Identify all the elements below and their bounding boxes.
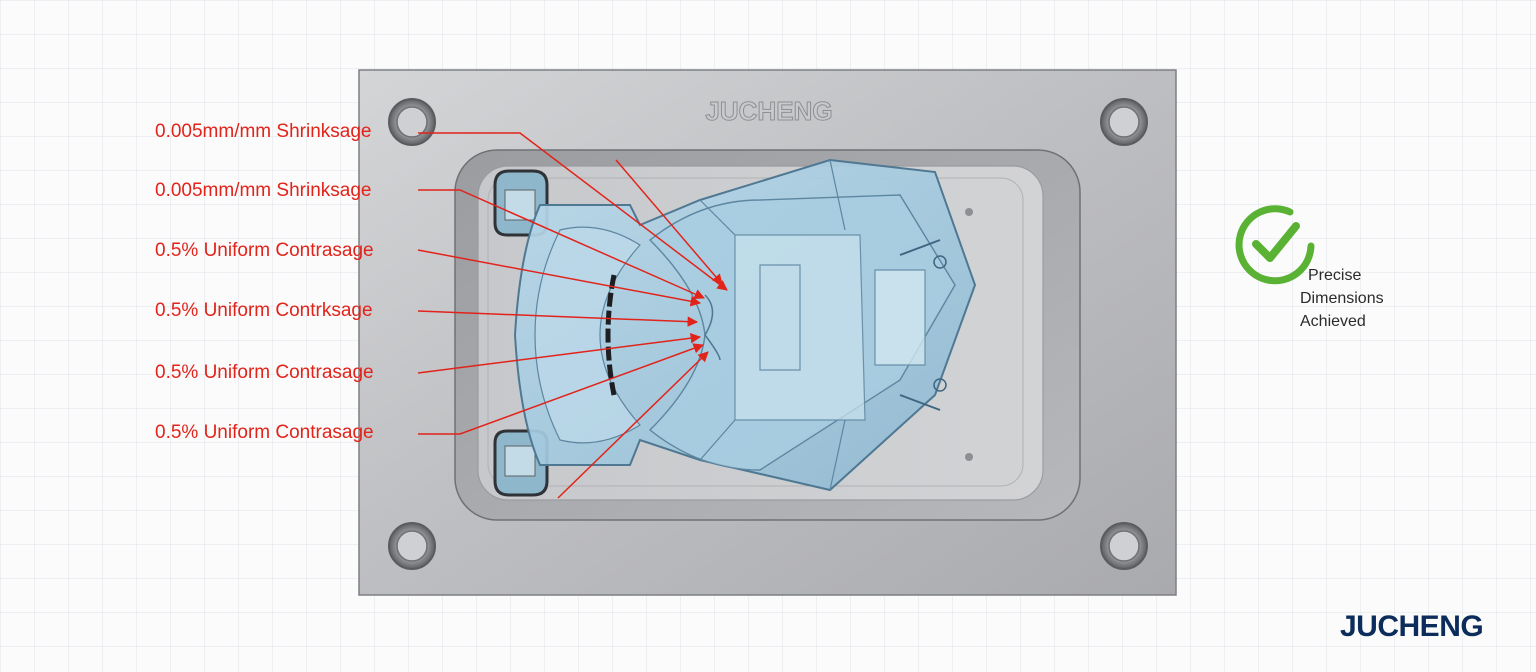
callout-label-2: 0.005mm/mm Shrinksage	[155, 180, 372, 201]
callout-label-6: 0.5% Uniform Contrasage	[155, 422, 374, 443]
guide-hole-top-right	[1100, 98, 1148, 146]
guide-hole-bottom-right	[1100, 522, 1148, 570]
leader-line-3	[417, 249, 702, 307]
ejector-pin-bottom	[965, 453, 973, 461]
ejector-pin-top	[965, 208, 973, 216]
guide-hole-top-left	[388, 98, 436, 146]
leader-line-1b	[615, 159, 723, 285]
leader-line-5	[417, 332, 702, 374]
callout-label-1: 0.005mm/mm Shrinksage	[155, 121, 372, 142]
callout-label-3: 0.5% Uniform Contrasage	[155, 240, 374, 261]
check-icon	[1235, 205, 1315, 285]
cavity-step	[487, 177, 1024, 487]
mold-engraving: JUCHENG	[705, 96, 832, 126]
callout-label-5: 0.5% Uniform Contrasage	[155, 362, 374, 383]
callout-label-4: 0.5% Uniform Contrksage	[155, 300, 373, 321]
leader-line-6b	[557, 351, 709, 499]
badge-line-1: Precise	[1308, 267, 1362, 284]
molded-part	[513, 158, 977, 492]
leader-line-1	[418, 132, 728, 291]
callout-leaders	[417, 132, 728, 499]
badge-line-3: Achieved	[1300, 313, 1366, 330]
brand-logo: JUCHENG	[1340, 610, 1484, 643]
leader-line-2	[418, 189, 705, 299]
leader-line-4	[417, 310, 699, 327]
badge-line-2: Dimensions	[1300, 290, 1384, 307]
leader-line-6	[418, 343, 704, 435]
guide-hole-bottom-left	[388, 522, 436, 570]
precision-badge: Precise Dimensions Achieved	[1300, 264, 1384, 333]
